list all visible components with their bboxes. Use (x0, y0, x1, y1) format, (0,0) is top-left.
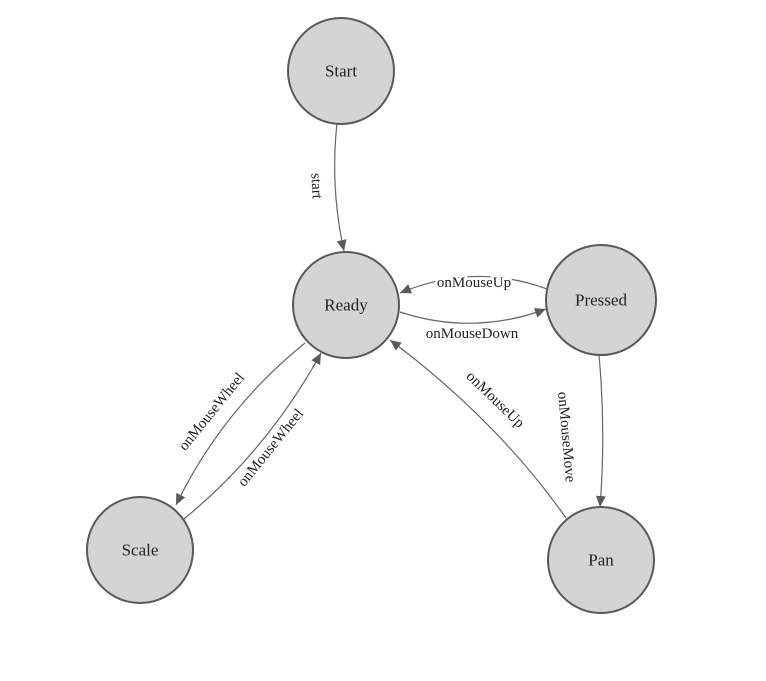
transition-edge-pressed-to-pan (595, 354, 606, 508)
edge-label-pan-to-ready: onMouseUp (463, 368, 527, 431)
state-node-ready[interactable]: Ready (292, 251, 400, 359)
state-label-pan: Pan (588, 551, 614, 570)
state-label-scale: Scale (122, 541, 159, 560)
transition-edge-start-to-ready (334, 122, 347, 252)
state-circle-start[interactable] (287, 17, 395, 125)
state-label-pressed: Pressed (575, 291, 627, 310)
state-node-pressed[interactable]: Pressed (545, 244, 657, 356)
edge-label-ready-to-pressed: onMouseDown (426, 326, 519, 342)
transition-edge-ready-to-pressed (399, 308, 547, 324)
state-label-ready: Ready (324, 296, 368, 315)
edge-label-start-to-ready: start (307, 173, 324, 200)
state-node-scale[interactable]: Scale (86, 496, 194, 604)
transition-edge-scale-to-ready (183, 352, 322, 520)
edge-label-pressed-to-ready: onMouseUp (437, 275, 511, 291)
transition-edge-ready-to-scale (175, 342, 306, 506)
state-circle-pan[interactable] (547, 506, 655, 614)
state-circle-ready[interactable] (292, 251, 400, 359)
edge-label-scale-to-ready: onMouseWheel (235, 406, 307, 490)
state-node-pan[interactable]: Pan (547, 506, 655, 614)
edge-label-ready-to-scale: onMouseWheel (176, 370, 248, 454)
state-label-start: Start (325, 62, 357, 81)
transition-edge-pan-to-ready (389, 339, 567, 519)
edge-label-pressed-to-pan: onMouseMove (554, 391, 578, 483)
state-circle-scale[interactable] (86, 496, 194, 604)
transition-edge-pressed-to-ready (399, 275, 548, 294)
state-circle-pressed[interactable] (545, 244, 657, 356)
state-node-start[interactable]: Start (287, 17, 395, 125)
